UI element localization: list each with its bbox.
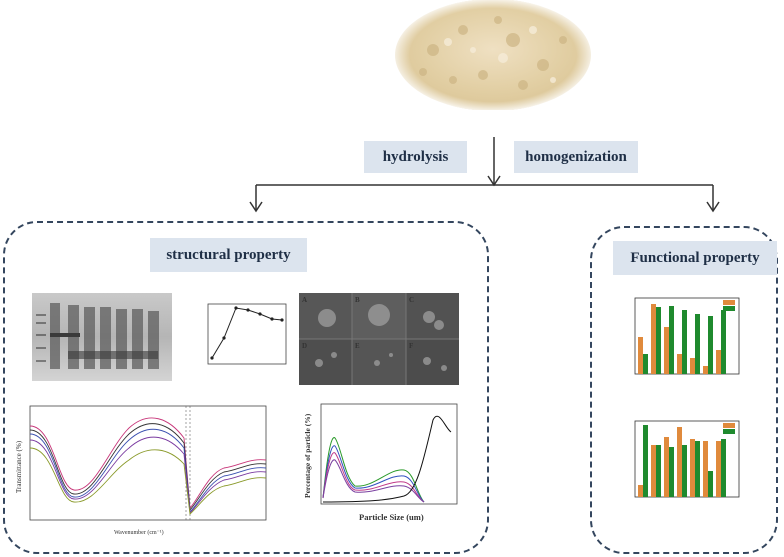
homogenization-label: homogenization — [514, 141, 638, 173]
functional-bar-chart-bottom — [625, 415, 750, 515]
particle-size-distribution-plot: Percentage of particle (%) Particle Size… — [299, 398, 461, 528]
ftir-spectra-plot: Transmittance (%) Wavenumber (cm⁻¹) — [14, 398, 270, 538]
sem-letter-a: A — [302, 296, 307, 304]
ftir-y-axis-label: Transmittance (%) — [15, 440, 23, 493]
psd-x-axis-label: Particle Size (um) — [359, 512, 424, 522]
functional-property-panel — [590, 226, 778, 554]
hydrolysis-label: hydrolysis — [364, 141, 467, 173]
sds-page-gel-image — [32, 293, 172, 381]
sem-letter-f: F — [409, 342, 413, 350]
functional-bar-chart-top — [625, 292, 750, 387]
powder-photo — [393, 0, 593, 111]
sem-letter-c: C — [409, 296, 414, 304]
psd-y-axis-label: Percentage of particle (%) — [303, 413, 312, 498]
functional-property-title: Functional property — [613, 241, 777, 275]
sem-micrograph-grid: A B C D E F — [299, 293, 459, 385]
structural-property-title: structural property — [150, 238, 307, 272]
sem-letter-d: D — [302, 342, 307, 350]
ftir-x-axis-label: Wavenumber (cm⁻¹) — [114, 529, 164, 536]
hydrolysis-degree-plot — [196, 298, 290, 378]
sem-letter-b: B — [355, 296, 360, 304]
structural-property-panel — [3, 221, 489, 554]
sem-letter-e: E — [355, 342, 360, 350]
